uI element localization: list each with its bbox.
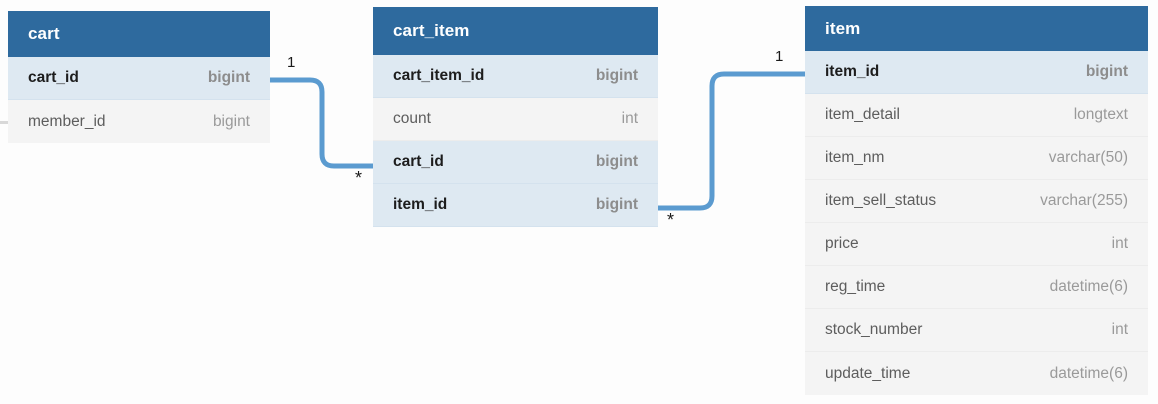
- attribute-row-cart-item-item-id[interactable]: item_id bigint: [373, 184, 658, 227]
- cardinality-label-cart-item-many-2: *: [667, 210, 675, 230]
- entity-title-cart: cart: [8, 11, 270, 57]
- attribute-type: int: [1111, 321, 1128, 338]
- attribute-type: bigint: [212, 112, 250, 130]
- attribute-type: bigint: [595, 196, 638, 213]
- attribute-row-item-reg-time[interactable]: reg_time datetime(6): [805, 266, 1148, 309]
- relationship-cart-item-to-item: [655, 71, 808, 211]
- attribute-row-item-item-detail[interactable]: item_detail longtext: [805, 94, 1148, 137]
- attribute-type: int: [621, 110, 638, 127]
- attribute-name: item_nm: [825, 149, 885, 166]
- relationship-cart-to-cart-item: [267, 77, 376, 169]
- attribute-name: item_sell_status: [825, 192, 937, 209]
- entity-title-cart-item: cart_item: [373, 7, 658, 55]
- attribute-name: member_id: [28, 112, 106, 130]
- entity-name: cart: [28, 24, 60, 43]
- entity-table-cart-item[interactable]: cart_item cart_item_id bigint count int …: [373, 7, 658, 227]
- attribute-name: update_time: [825, 364, 911, 382]
- entity-table-item[interactable]: item item_id bigint item_detail longtext…: [805, 6, 1148, 395]
- attribute-name: stock_number: [825, 321, 923, 338]
- attribute-type: varchar(255): [1040, 192, 1128, 209]
- entity-title-item: item: [805, 6, 1148, 51]
- attribute-row-item-update-time[interactable]: update_time datetime(6): [805, 352, 1148, 395]
- cardinality-label-item-one: 1: [775, 48, 784, 65]
- attribute-type: bigint: [1085, 63, 1128, 80]
- entity-name: cart_item: [393, 21, 470, 40]
- cardinality-label-cart-one: 1: [287, 54, 296, 71]
- attribute-row-cart-item-cart-id[interactable]: cart_id bigint: [373, 141, 658, 184]
- attribute-type: varchar(50): [1048, 149, 1128, 166]
- entity-table-cart[interactable]: cart cart_id bigint member_id bigint: [8, 11, 270, 143]
- attribute-row-item-item-nm[interactable]: item_nm varchar(50): [805, 137, 1148, 180]
- attribute-row-cart-item-cart-item-id[interactable]: cart_item_id bigint: [373, 55, 658, 98]
- attribute-type: longtext: [1073, 106, 1128, 123]
- attribute-row-cart-member-id[interactable]: member_id bigint: [8, 100, 270, 143]
- attribute-name: item_id: [825, 63, 880, 80]
- attribute-row-item-price[interactable]: price int: [805, 223, 1148, 266]
- attribute-row-item-item-id[interactable]: item_id bigint: [805, 51, 1148, 94]
- attribute-type: int: [1111, 235, 1128, 252]
- attribute-name: cart_id: [28, 69, 79, 86]
- attribute-name: cart_item_id: [393, 67, 485, 84]
- offscreen-relationship-stub: [0, 121, 9, 124]
- entity-name: item: [825, 18, 861, 38]
- attribute-name: cart_id: [393, 153, 444, 170]
- attribute-name: item_id: [393, 196, 448, 213]
- attribute-type: bigint: [595, 153, 638, 170]
- attribute-row-item-item-sell-status[interactable]: item_sell_status varchar(255): [805, 180, 1148, 223]
- attribute-name: reg_time: [825, 278, 886, 295]
- attribute-row-cart-cart-id[interactable]: cart_id bigint: [8, 57, 270, 100]
- attribute-type: bigint: [207, 69, 250, 86]
- attribute-type: datetime(6): [1049, 364, 1128, 382]
- attribute-name: price: [825, 235, 859, 252]
- attribute-row-item-stock-number[interactable]: stock_number int: [805, 309, 1148, 352]
- attribute-row-cart-item-count[interactable]: count int: [373, 98, 658, 141]
- attribute-name: count: [393, 110, 431, 127]
- cardinality-label-cart-item-many: *: [355, 168, 363, 188]
- attribute-type: bigint: [595, 67, 638, 84]
- attribute-type: datetime(6): [1049, 278, 1128, 295]
- attribute-name: item_detail: [825, 106, 900, 123]
